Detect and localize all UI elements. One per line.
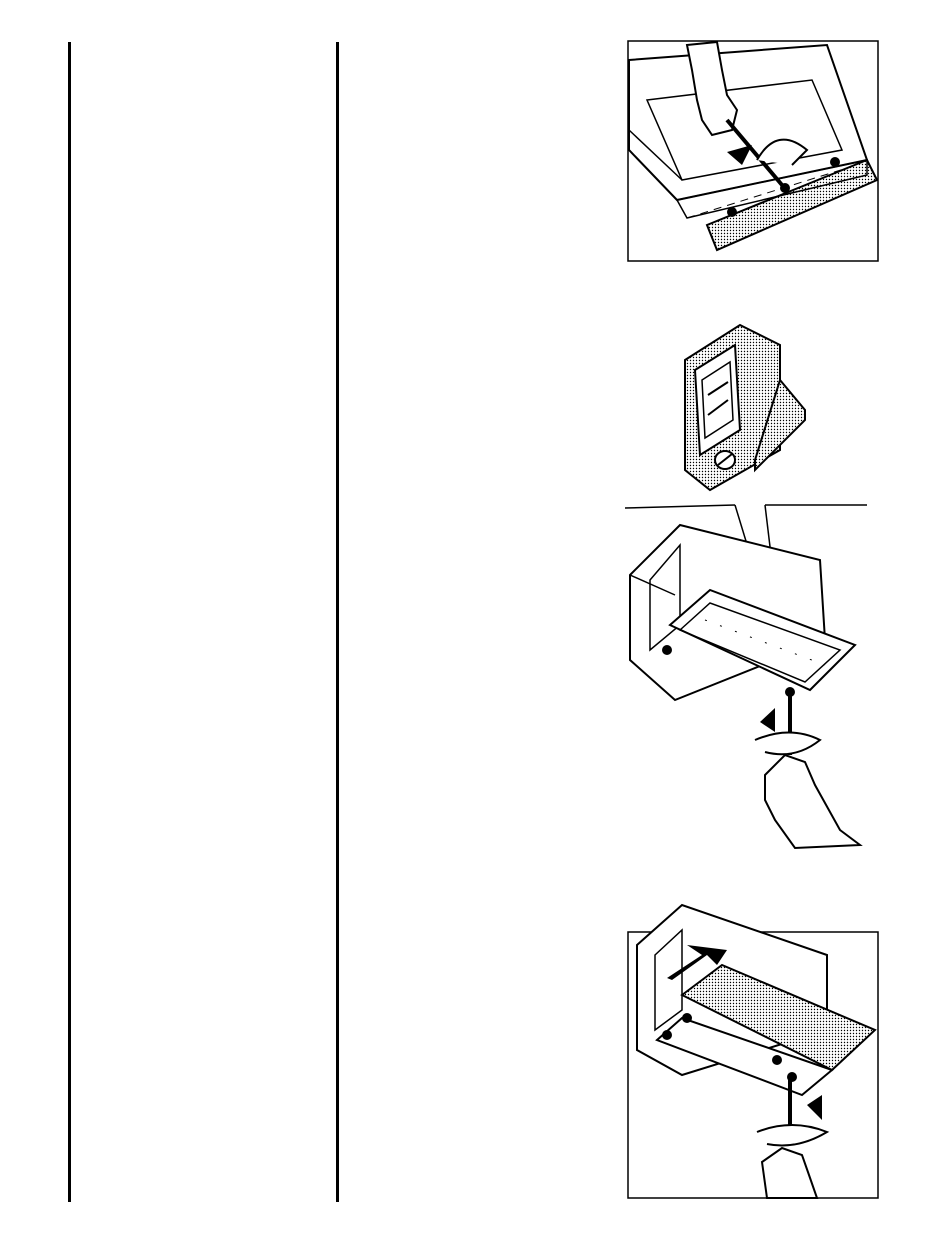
figure-4-drawing <box>627 900 879 1200</box>
figure-4-filter-slide-out <box>627 900 879 1200</box>
arrow-head-icon <box>760 708 775 732</box>
figure-1-filter-screw <box>627 40 879 262</box>
figure-2-clip-detail <box>680 320 810 495</box>
left-text-column <box>80 42 320 1202</box>
figure-1-drawing <box>627 40 879 262</box>
screw-icon <box>662 645 672 655</box>
screw-icon <box>830 157 840 167</box>
screw-icon <box>772 1055 782 1065</box>
rotate-arrow-icon <box>755 733 820 755</box>
screw-icon <box>682 1013 692 1023</box>
figure-2-drawing <box>680 320 810 495</box>
middle-column-rule <box>336 42 339 1202</box>
middle-text-column <box>350 42 610 1202</box>
screw-icon <box>662 1030 672 1040</box>
left-column-rule <box>68 42 71 1202</box>
screw-icon <box>727 207 737 217</box>
hand-icon <box>765 755 860 848</box>
figure-3-hood-underside <box>625 500 870 850</box>
figure-3-drawing <box>625 500 870 850</box>
